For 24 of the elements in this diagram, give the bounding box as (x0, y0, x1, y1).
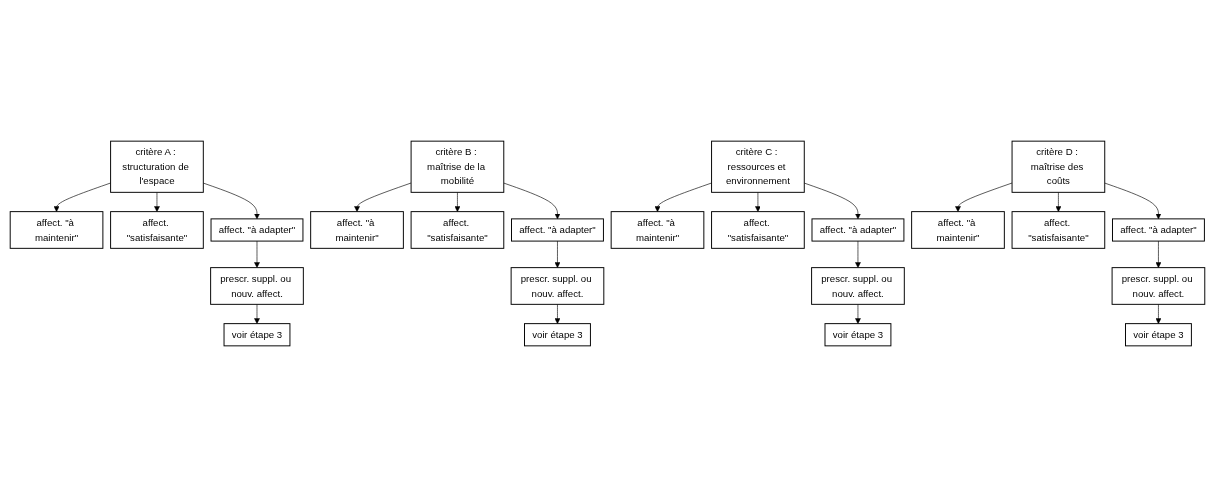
node-box: critère D : maîtrise des coûts (1011, 140, 1106, 193)
node-box: voir étape 3 (524, 323, 591, 347)
node-box: voir étape 3 (223, 323, 291, 347)
node-box: affect. "à adapter" (511, 218, 604, 242)
node-box: affect. "à adapter" (811, 218, 905, 242)
node-box: critère A : structuration de l'espace (110, 140, 204, 193)
node-box: prescr. suppl. ou nouv. affect. (210, 267, 304, 305)
node-box: affect. "à maintenir" (9, 211, 104, 249)
node-box: affect. "satisfaisante" (110, 211, 204, 249)
node-box: critère C : ressources et environnement (711, 140, 805, 193)
node-box: affect. "à maintenir" (610, 211, 705, 249)
node-box: affect. "à adapter" (210, 218, 304, 242)
node-box: affect. "à maintenir" (310, 211, 404, 249)
node-box: affect. "satisfaisante" (711, 211, 805, 249)
node-box: affect. "à maintenir" (911, 211, 1005, 249)
node-box: prescr. suppl. ou nouv. affect. (1111, 267, 1206, 305)
node-box: voir étape 3 (824, 323, 892, 347)
node-box: affect. "satisfaisante" (1011, 211, 1106, 249)
node-box: prescr. suppl. ou nouv. affect. (811, 267, 905, 305)
node-box: prescr. suppl. ou nouv. affect. (510, 267, 605, 305)
node-box: voir étape 3 (1125, 323, 1192, 347)
node-box: affect. "à adapter" (1112, 218, 1205, 242)
node-box: critère B : maîtrise de la mobilité (410, 140, 505, 193)
node-box: affect. "satisfaisante" (410, 211, 505, 249)
